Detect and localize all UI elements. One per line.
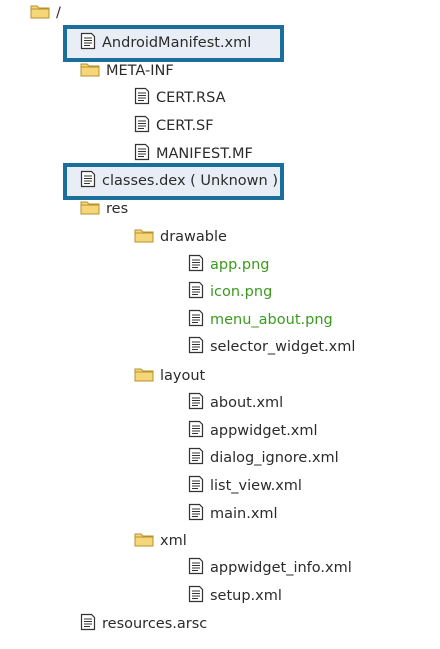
tree-item-label: drawable bbox=[160, 229, 227, 245]
file-icon-graphic bbox=[80, 32, 96, 50]
folder-icon-graphic bbox=[134, 533, 154, 547]
file-icon-graphic bbox=[188, 475, 204, 493]
file-icon bbox=[188, 281, 204, 303]
folder-icon bbox=[134, 531, 154, 551]
tree-file-androidmanifest-xml[interactable]: AndroidManifest.xml bbox=[80, 32, 251, 54]
file-icon-graphic bbox=[134, 143, 150, 161]
tree-file-main-xml[interactable]: main.xml bbox=[188, 503, 278, 525]
file-icon-graphic bbox=[188, 336, 204, 354]
tree-folder-meta-inf[interactable]: META-INF bbox=[80, 60, 174, 82]
file-icon-graphic bbox=[188, 420, 204, 438]
tree-item-label: dialog_ignore.xml bbox=[210, 450, 339, 466]
tree-item-label: setup.xml bbox=[210, 588, 282, 604]
tree-item-label: MANIFEST.MF bbox=[156, 146, 253, 162]
file-icon-graphic bbox=[188, 447, 204, 465]
tree-file-icon-png[interactable]: icon.png bbox=[188, 281, 272, 303]
tree-item-label: main.xml bbox=[210, 506, 278, 522]
file-icon bbox=[80, 613, 96, 635]
tree-file-selector-widget-xml[interactable]: selector_widget.xml bbox=[188, 336, 355, 358]
tree-file-menu-about-png[interactable]: menu_about.png bbox=[188, 309, 333, 331]
tree-item-label: icon.png bbox=[210, 284, 273, 300]
file-icon-graphic bbox=[188, 281, 204, 299]
file-icon bbox=[80, 170, 96, 192]
file-icon-graphic bbox=[80, 170, 96, 188]
folder-icon bbox=[80, 199, 100, 219]
tree-item-label: about.xml bbox=[210, 395, 284, 411]
classes-dex-selection-background bbox=[66, 166, 280, 196]
tree-file-about-xml[interactable]: about.xml bbox=[188, 392, 283, 414]
file-icon-graphic bbox=[134, 87, 150, 105]
tree-folder-res[interactable]: res bbox=[80, 198, 128, 220]
tree-file-appwidget-info-xml[interactable]: appwidget_info.xml bbox=[188, 557, 352, 579]
folder-icon-graphic bbox=[80, 63, 100, 77]
file-icon-graphic bbox=[188, 557, 204, 575]
tree-file-dialog-ignore-xml[interactable]: dialog_ignore.xml bbox=[188, 447, 339, 469]
tree-item-label: list_view.xml bbox=[210, 478, 302, 494]
folder-icon-graphic bbox=[134, 229, 154, 243]
tree-file-appwidget-xml[interactable]: appwidget.xml bbox=[188, 420, 318, 442]
tree-item-label: AndroidManifest.xml bbox=[102, 35, 252, 51]
tree-folder-xml[interactable]: xml bbox=[134, 530, 187, 552]
file-icon bbox=[188, 447, 204, 469]
tree-item-label: classes.dex ( Unknown ) bbox=[102, 173, 278, 189]
tree-item-label: layout bbox=[160, 368, 206, 384]
file-icon bbox=[80, 32, 96, 54]
tree-item-label: / bbox=[56, 5, 61, 21]
file-icon bbox=[188, 254, 204, 276]
tree-folder-root[interactable]: / bbox=[30, 2, 61, 24]
tree-file-app-png[interactable]: app.png bbox=[188, 254, 270, 276]
tree-file-list-view-xml[interactable]: list_view.xml bbox=[188, 475, 302, 497]
file-icon bbox=[134, 87, 150, 109]
tree-item-label: CERT.RSA bbox=[156, 90, 226, 106]
file-icon-graphic bbox=[188, 585, 204, 603]
file-icon-graphic bbox=[188, 254, 204, 272]
tree-item-label: menu_about.png bbox=[210, 312, 333, 328]
tree-file-resources-arsc[interactable]: resources.arsc bbox=[80, 613, 207, 635]
tree-file-classes-dex-unknown[interactable]: classes.dex ( Unknown ) bbox=[80, 170, 278, 192]
file-icon-graphic bbox=[80, 613, 96, 631]
file-icon bbox=[188, 475, 204, 497]
file-icon bbox=[188, 420, 204, 442]
tree-item-label: appwidget.xml bbox=[210, 423, 318, 439]
file-icon bbox=[188, 336, 204, 358]
folder-icon-graphic bbox=[80, 201, 100, 215]
file-icon-graphic bbox=[188, 392, 204, 410]
tree-file-manifest-mf[interactable]: MANIFEST.MF bbox=[134, 143, 253, 165]
tree-file-cert-rsa[interactable]: CERT.RSA bbox=[134, 87, 226, 109]
tree-file-setup-xml[interactable]: setup.xml bbox=[188, 585, 282, 607]
tree-item-label: CERT.SF bbox=[156, 118, 214, 134]
manifest-selection-background bbox=[66, 28, 280, 58]
folder-icon bbox=[134, 366, 154, 386]
tree-folder-drawable[interactable]: drawable bbox=[134, 226, 227, 248]
tree-item-label: resources.arsc bbox=[102, 616, 208, 632]
folder-icon bbox=[134, 227, 154, 247]
file-icon bbox=[188, 585, 204, 607]
file-icon-graphic bbox=[134, 115, 150, 133]
tree-item-label: appwidget_info.xml bbox=[210, 560, 352, 576]
file-icon bbox=[188, 557, 204, 579]
file-icon-graphic bbox=[188, 309, 204, 327]
tree-item-label: res bbox=[106, 201, 129, 217]
tree-item-label: app.png bbox=[210, 257, 270, 273]
tree-item-label: META-INF bbox=[106, 63, 174, 79]
file-icon bbox=[188, 392, 204, 414]
file-icon bbox=[134, 115, 150, 137]
tree-item-label: selector_widget.xml bbox=[210, 339, 356, 355]
folder-icon bbox=[80, 61, 100, 81]
folder-icon-graphic bbox=[134, 368, 154, 382]
folder-icon-graphic bbox=[30, 5, 50, 19]
tree-folder-layout[interactable]: layout bbox=[134, 365, 205, 387]
file-icon-graphic bbox=[188, 503, 204, 521]
folder-icon bbox=[30, 3, 50, 23]
tree-file-cert-sf[interactable]: CERT.SF bbox=[134, 115, 214, 137]
file-icon bbox=[134, 143, 150, 165]
file-icon bbox=[188, 503, 204, 525]
file-icon bbox=[188, 309, 204, 331]
tree-item-label: xml bbox=[160, 533, 187, 549]
